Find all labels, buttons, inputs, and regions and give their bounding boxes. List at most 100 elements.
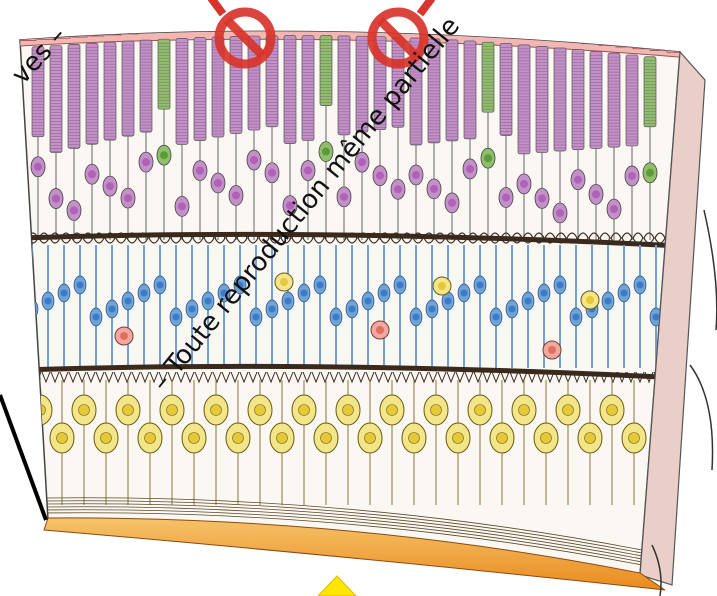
- ganglion-nucleus: [519, 405, 530, 416]
- ganglion-nucleus: [299, 405, 310, 416]
- pigment-cell: [276, 15, 291, 29]
- pigment-nucleus: [365, 19, 371, 25]
- nucleus: [196, 167, 204, 175]
- ganglion-nucleus: [255, 405, 266, 416]
- bipolar-nucleus: [413, 314, 420, 321]
- nucleus: [124, 194, 132, 202]
- nucleus: [412, 171, 420, 179]
- bipolar-nucleus: [573, 314, 580, 321]
- pigment-nucleus: [484, 25, 490, 31]
- pigment-nucleus: [178, 21, 184, 27]
- nucleus: [466, 165, 474, 173]
- ganglion-nucleus: [167, 405, 178, 416]
- pigment-nucleus: [348, 19, 354, 25]
- light-arrow: [318, 576, 356, 596]
- bipolar-nucleus: [445, 298, 452, 305]
- nucleus: [340, 193, 348, 201]
- bipolar-nucleus: [333, 314, 340, 321]
- pigment-cell: [548, 27, 563, 41]
- amacrine-nucleus: [376, 326, 384, 334]
- ganglion-nucleus: [387, 405, 398, 416]
- bipolar-nucleus: [461, 290, 468, 297]
- amacrine-nucleus: [548, 346, 556, 354]
- rod-outer-segment: [590, 51, 602, 148]
- nucleus: [538, 194, 546, 202]
- nucleus: [502, 193, 510, 201]
- bipolar-nucleus: [557, 282, 564, 289]
- pigment-nucleus: [280, 18, 286, 24]
- nucleus: [250, 156, 258, 164]
- pigment-cell: [616, 33, 631, 47]
- rod-outer-segment: [518, 45, 530, 154]
- pigment-cell: [514, 24, 529, 38]
- nucleus: [394, 185, 402, 193]
- pigment-cell: [123, 20, 138, 34]
- bipolar-nucleus: [365, 298, 372, 305]
- ganglion-nucleus: [409, 433, 420, 444]
- pigment-nucleus: [297, 18, 303, 24]
- pigment-nucleus: [399, 20, 405, 26]
- pigment-nucleus: [586, 33, 592, 39]
- bipolar-nucleus: [621, 290, 628, 297]
- pigment-cell: [310, 15, 325, 29]
- pigment-cell: [140, 19, 155, 33]
- ganglion-nucleus: [343, 405, 354, 416]
- pigment-cell: [191, 17, 206, 31]
- ganglion-nucleus: [321, 433, 332, 444]
- nucleus: [52, 195, 60, 203]
- ganglion-cell: [28, 395, 52, 425]
- ganglion-nucleus: [541, 433, 552, 444]
- rod-outer-segment: [194, 38, 206, 141]
- nucleus: [484, 154, 492, 162]
- ganglion-nucleus: [497, 433, 508, 444]
- horizontal-nucleus: [438, 282, 446, 290]
- pigment-nucleus: [552, 30, 558, 36]
- pigment-nucleus: [127, 24, 133, 30]
- pigment-nucleus: [195, 21, 201, 27]
- ganglion-nucleus: [277, 433, 288, 444]
- pigment-nucleus: [501, 26, 507, 32]
- pigment-cell: [72, 23, 87, 37]
- ganglion-nucleus: [629, 433, 640, 444]
- ganglion-nucleus: [101, 433, 112, 444]
- pigment-nucleus: [76, 27, 82, 33]
- pigment-nucleus: [535, 29, 541, 35]
- pigment-nucleus: [569, 32, 575, 38]
- nucleus: [520, 180, 528, 188]
- bipolar-nucleus: [605, 298, 612, 305]
- pigment-nucleus: [654, 40, 660, 46]
- bipolar-nucleus: [429, 306, 436, 313]
- edge-stroke: [0, 395, 46, 520]
- pigment-nucleus: [110, 25, 116, 31]
- rod-outer-segment: [554, 48, 566, 151]
- nucleus: [88, 170, 96, 178]
- nucleus: [646, 169, 654, 177]
- rod-outer-segment: [122, 41, 134, 136]
- nucleus: [160, 151, 168, 159]
- amacrine-nucleus: [120, 332, 128, 340]
- bipolar-nucleus: [477, 282, 484, 289]
- nucleus: [448, 199, 456, 207]
- rod-outer-segment: [608, 53, 620, 147]
- bipolar-nucleus: [285, 298, 292, 305]
- bipolar-nucleus: [157, 282, 164, 289]
- nucleus: [142, 158, 150, 166]
- bipolar-nucleus: [109, 306, 116, 313]
- ganglion-nucleus: [365, 433, 376, 444]
- ganglion-nucleus: [79, 405, 90, 416]
- pigment-cell: [497, 22, 512, 36]
- pigment-nucleus: [467, 24, 473, 30]
- pigment-nucleus: [144, 23, 150, 29]
- ganglion-nucleus: [607, 405, 618, 416]
- bipolar-nucleus: [349, 306, 356, 313]
- pigment-nucleus: [161, 22, 167, 28]
- ganglion-nucleus: [475, 405, 486, 416]
- bipolar-nucleus: [45, 298, 52, 305]
- bipolar-nucleus: [637, 282, 644, 289]
- cone-outer-segment: [158, 39, 170, 109]
- ganglion-nucleus: [585, 433, 596, 444]
- pigment-cell: [174, 17, 189, 31]
- bipolar-nucleus: [29, 306, 36, 313]
- pigment-cell: [633, 35, 648, 49]
